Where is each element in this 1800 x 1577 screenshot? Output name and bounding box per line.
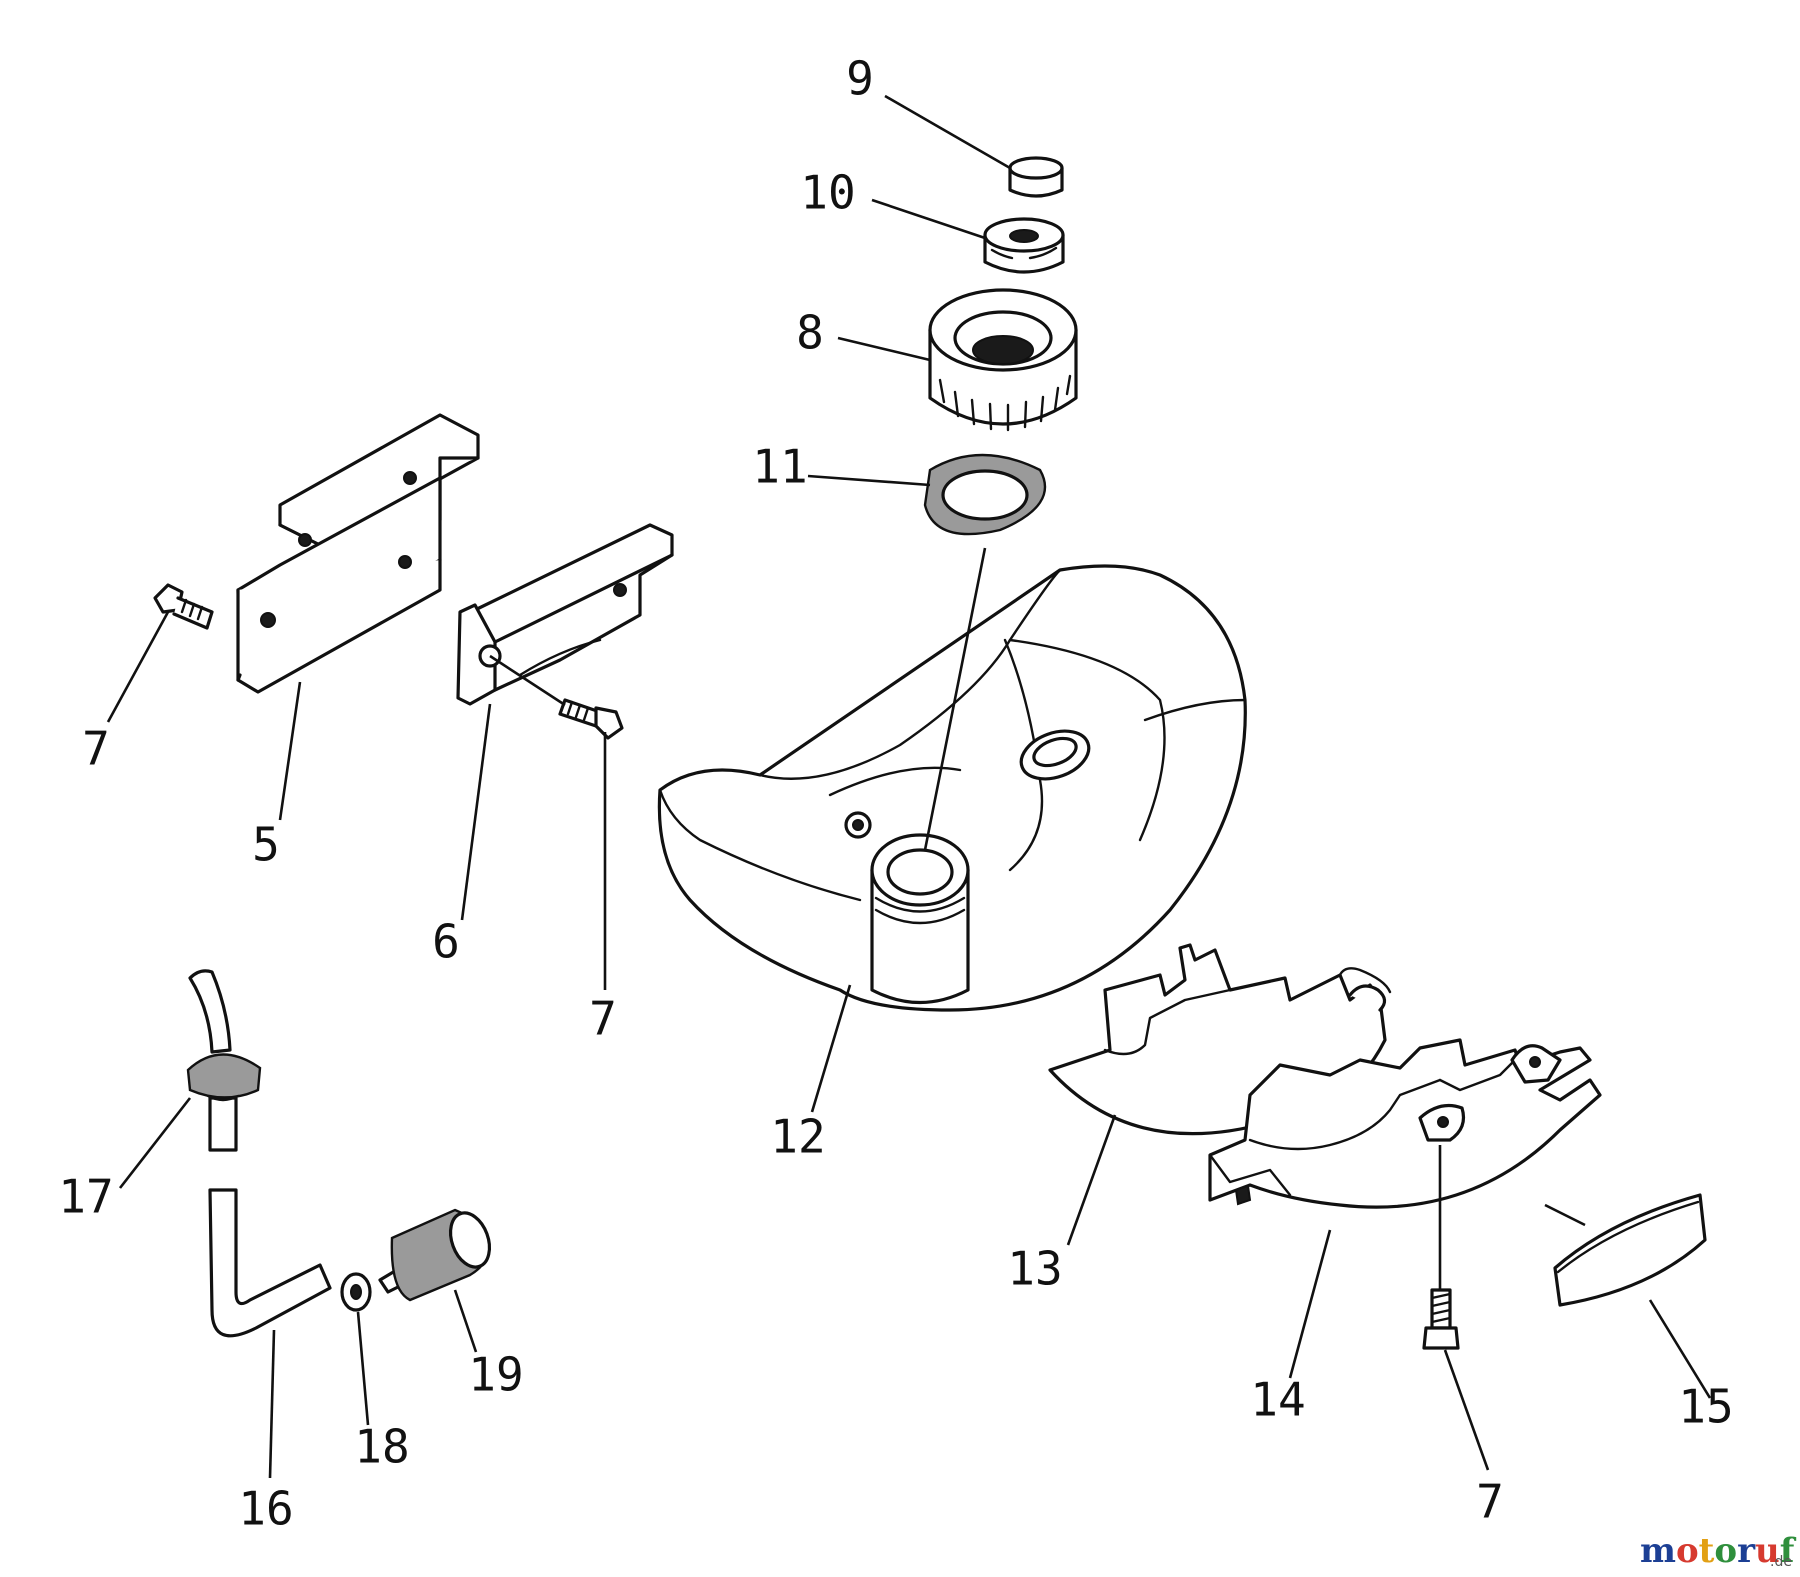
leader-lines: [106, 94, 1712, 1479]
callout-16: 16: [238, 1482, 293, 1536]
watermark-tld: .de: [1770, 1554, 1792, 1570]
part-19-fuel-filter: [378, 1208, 492, 1302]
callout-8: 8: [796, 306, 824, 360]
part-7-screw-left: [153, 583, 214, 630]
part-15-label-plate: [1553, 1193, 1707, 1307]
callout-17: 17: [58, 1170, 113, 1224]
callout-7-right: 7: [1476, 1475, 1504, 1529]
callout-15: 15: [1678, 1380, 1733, 1434]
callout-labels: 9 10 8 11 7 5 6 7 12 17 16 18 19 13 14 1…: [58, 52, 1733, 1536]
part-18-washer: [340, 1272, 372, 1312]
part-6-bracket: [456, 523, 674, 706]
callout-13: 13: [1007, 1242, 1062, 1296]
watermark-logo: motoruf .de: [1640, 1531, 1797, 1571]
part-11-gasket: [923, 453, 1047, 536]
part-7-screw-right: [1422, 1288, 1460, 1350]
callout-9: 9: [846, 52, 874, 106]
callout-18: 18: [354, 1420, 409, 1474]
part-17-hose-grommet: [186, 969, 262, 1152]
part-9-cap-plug: [1008, 156, 1064, 198]
callout-5: 5: [252, 818, 280, 872]
assembly-line-screw: [489, 654, 566, 707]
part-10-grommet: [983, 217, 1065, 274]
callout-19: 19: [468, 1348, 523, 1402]
callout-7-middle: 7: [589, 992, 617, 1046]
callout-7-left: 7: [82, 722, 110, 776]
callout-10: 10: [800, 166, 855, 220]
part-8-fuel-cap: [928, 288, 1078, 432]
part-12-fuel-tank: [657, 564, 1247, 1012]
assembly-line-cap: [923, 547, 987, 851]
callout-14: 14: [1250, 1373, 1305, 1427]
callout-6: 6: [432, 915, 460, 969]
assembly-line-label: [1544, 1203, 1586, 1227]
watermark-brand: motoruf: [1640, 1531, 1797, 1571]
part-7-screw-middle: [558, 698, 624, 740]
part-14-heat-shield: [1208, 1038, 1602, 1209]
callout-12: 12: [770, 1110, 825, 1164]
part-16-fuel-line: [208, 1188, 332, 1338]
callout-11: 11: [752, 440, 807, 494]
part-5-bracket: [236, 413, 480, 694]
